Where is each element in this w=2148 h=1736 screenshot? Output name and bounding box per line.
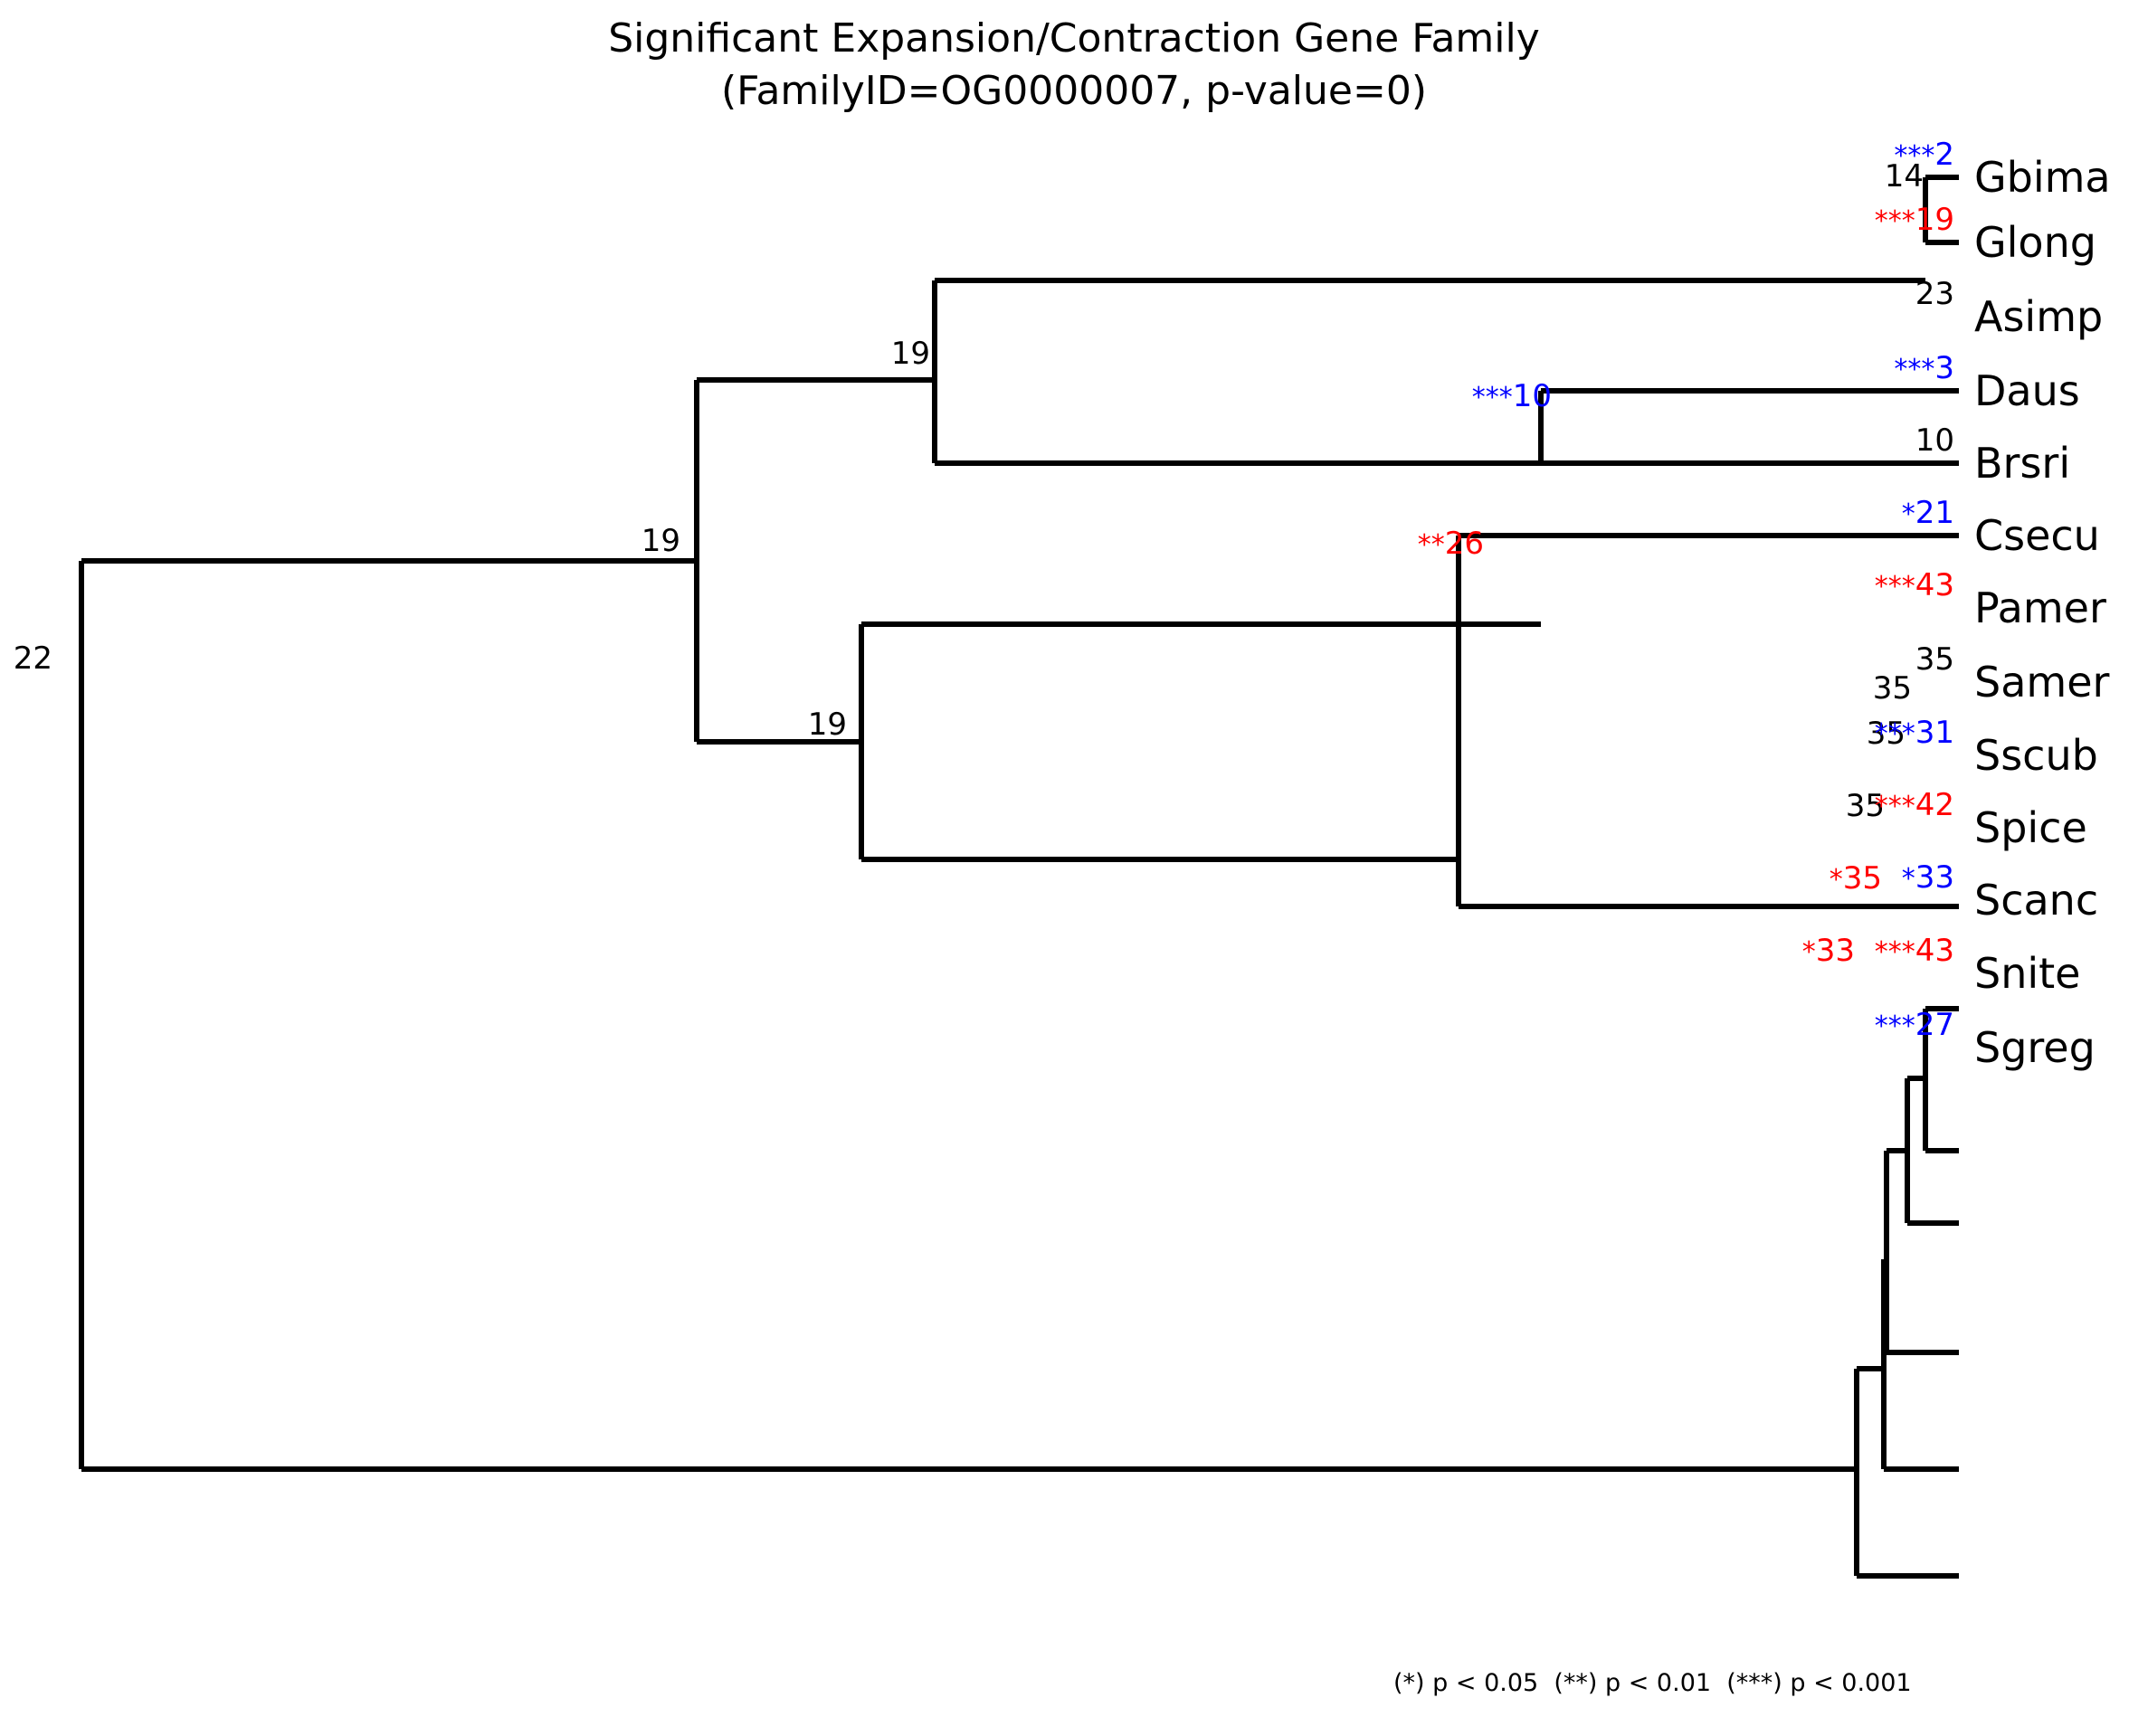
count-label-csecu: *21 [1902,498,1954,528]
count-label-sscub: ***31 [1875,717,1954,748]
gene-count: 21 [1915,495,1954,531]
count-label-glong: ***19 [1875,204,1954,235]
count-label-pamer: ***43 [1875,570,1954,601]
gene-count: 35 [1872,670,1912,707]
gene-count: 3 [1934,350,1954,386]
gene-count: 10 [1512,378,1552,414]
significance-stars: *** [1874,936,1915,968]
count-label-asimp: 23 [1915,279,1954,309]
leaf-label-glong: Glong [1974,218,2096,267]
significance-stars: *** [1894,140,1935,172]
gene-count: 26 [1444,526,1484,562]
gene-count: 19 [807,707,847,743]
count-label-n_daus_csecu: 19 [808,709,847,740]
significance-stars: *** [1874,791,1915,822]
count-label-gbima: ***2 [1894,139,1954,170]
gene-count: 19 [890,336,930,372]
count-label-n_snite_grp: *35 [1830,863,1882,894]
gene-count: 35 [1842,860,1882,896]
leaf-label-snite: Snite [1974,949,2081,998]
leaf-label-scanc: Scanc [1974,876,2099,925]
gene-count: 19 [641,523,680,559]
gene-count: 33 [1815,933,1855,969]
significance-legend: (*) p < 0.05 (**) p < 0.01 (***) p < 0.0… [1393,1669,1912,1697]
gene-count: 27 [1915,1007,1954,1043]
significance-stars: *** [1874,1010,1915,1042]
gene-count: 19 [1915,202,1954,238]
count-label-n_gbima_glong: 14 [1885,161,1924,192]
gene-count: 42 [1915,787,1954,823]
count-label-n_gba: 19 [891,338,930,369]
figure-title: Significant Expansion/Contraction Gene F… [608,15,1540,115]
gene-count: 10 [1915,422,1954,459]
count-label-n_csecu_pamer: **26 [1418,528,1484,559]
leaf-label-gbima: Gbima [1974,153,2111,202]
count-label-brsri: 10 [1915,425,1954,456]
leaf-label-sgreg: Sgreg [1974,1023,2096,1072]
count-label-n_upper: 19 [642,526,680,556]
count-label-scanc: *33 [1902,862,1954,893]
significance-stars: * [1901,498,1915,530]
count-label-sgreg: ***27 [1875,1010,1954,1040]
significance-stars: *** [1874,571,1915,602]
count-label-samer: 35 [1915,644,1954,675]
count-label-daus: ***3 [1894,353,1954,384]
significance-stars: *** [1874,205,1915,237]
significance-stars: ** [1417,529,1445,561]
branch-layer [79,175,1959,1579]
count-label-snite: ***43 [1875,935,1954,966]
gene-count: 35 [1866,716,1906,752]
gene-count: 23 [1915,276,1954,312]
gene-count: 35 [1915,641,1954,678]
significance-stars: * [1829,864,1843,896]
gene-count: 35 [1845,788,1885,824]
leaf-label-spice: Spice [1974,803,2087,852]
count-label-root: 22 [14,643,52,674]
leaf-label-pamer: Pamer [1974,583,2106,632]
gene-count: 22 [13,640,52,677]
count-label-n_s_clade: *33 [1802,935,1855,966]
leaf-label-sscub: Sscub [1974,731,2098,780]
leaf-label-daus: Daus [1974,366,2080,415]
gene-count: 31 [1915,715,1954,751]
leaf-label-asimp: Asimp [1974,292,2104,341]
gene-count: 33 [1915,859,1954,896]
significance-stars: *** [1471,382,1513,413]
count-label-spice: ***42 [1875,790,1954,821]
significance-stars: *** [1894,354,1935,385]
gene-count: 2 [1934,137,1954,173]
count-label-n_samer_grp: 35 [1873,673,1912,704]
gene-count: 14 [1884,158,1924,194]
leaf-label-samer: Samer [1974,658,2110,707]
count-label-n_spice_grp: 35 [1867,718,1906,749]
significance-stars: *** [1874,718,1915,750]
count-label-n_daus_brsri: ***10 [1472,381,1552,412]
significance-stars: * [1901,863,1915,895]
leaf-label-brsri: Brsri [1974,439,2071,488]
significance-stars: * [1801,936,1816,968]
count-label-n_scanc_grp: 35 [1846,791,1885,821]
gene-count: 43 [1915,933,1954,969]
gene-count: 43 [1915,567,1954,603]
leaf-label-csecu: Csecu [1974,511,2100,560]
